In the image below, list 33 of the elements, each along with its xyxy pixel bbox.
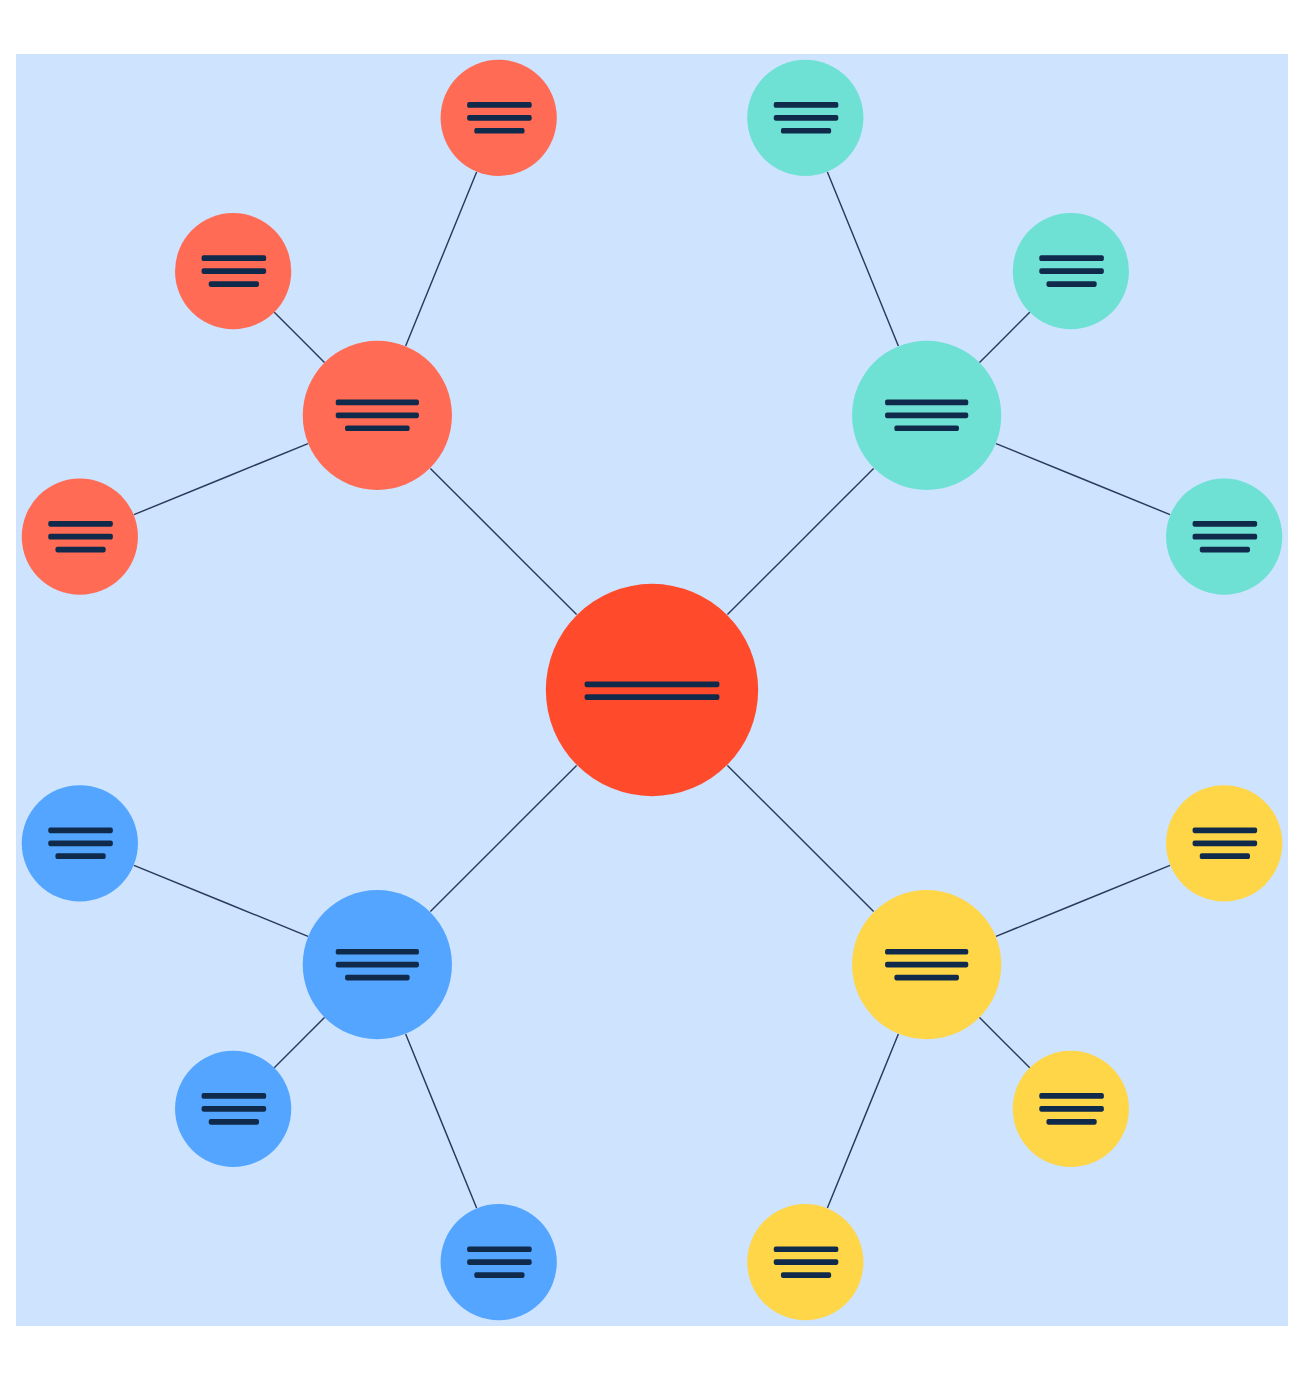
node-circle: [440, 1203, 557, 1320]
connector: [273, 310, 326, 363]
node-circle: [21, 477, 138, 594]
connector: [404, 1032, 478, 1208]
node-circle: [175, 212, 292, 329]
node-circle: [747, 1203, 864, 1320]
connector: [133, 441, 309, 515]
node-circle: [1166, 477, 1283, 594]
connector: [978, 310, 1031, 363]
connector: [995, 863, 1171, 937]
connector: [978, 1015, 1031, 1068]
connector: [826, 170, 900, 346]
connector: [726, 466, 875, 615]
connector: [429, 763, 578, 912]
connector: [726, 763, 875, 912]
node-circle: [302, 889, 452, 1039]
node-circle: [440, 58, 557, 175]
node-circle: [302, 339, 452, 489]
node-circle: [747, 58, 864, 175]
node-circle: [545, 582, 759, 796]
connector: [995, 441, 1171, 515]
connector: [133, 863, 309, 937]
connector: [429, 466, 578, 615]
node-circle: [852, 339, 1002, 489]
node-circle: [21, 784, 138, 901]
node-circle: [1012, 212, 1129, 329]
connector: [273, 1015, 326, 1068]
node-circle: [175, 1049, 292, 1166]
node-circle: [1012, 1049, 1129, 1166]
node-circle: [1166, 784, 1283, 901]
connector: [404, 170, 478, 346]
connector: [826, 1032, 900, 1208]
node-circle: [852, 889, 1002, 1039]
